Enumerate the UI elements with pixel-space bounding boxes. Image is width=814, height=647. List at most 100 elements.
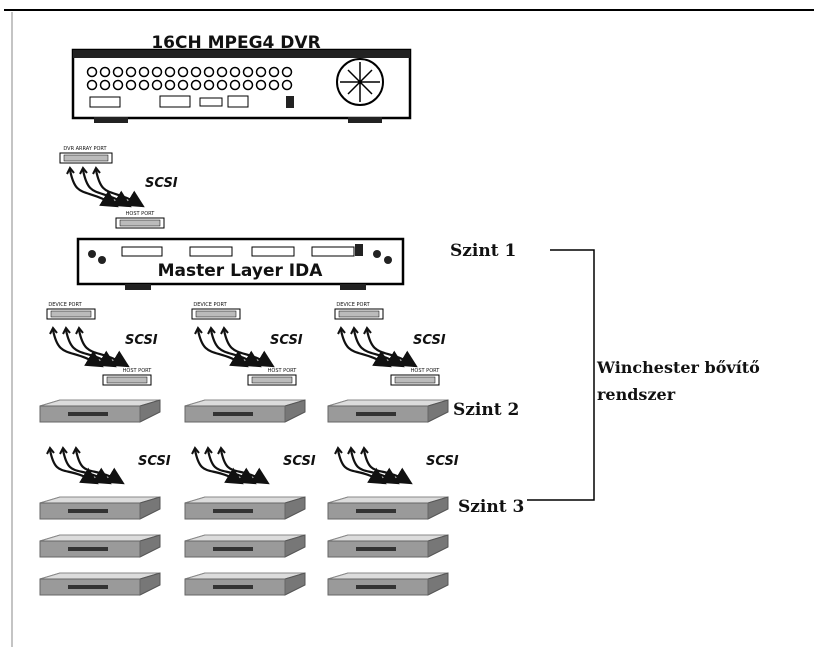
scsi-label: SCSI bbox=[413, 333, 446, 348]
hard-drive bbox=[184, 534, 306, 558]
device-port-label: DEVICE PORT bbox=[48, 302, 82, 308]
master-host-port: HOST PORT bbox=[115, 211, 165, 229]
hard-drive bbox=[184, 572, 306, 596]
dvr-scsi-connector bbox=[159, 95, 191, 108]
wire-end bbox=[66, 166, 75, 175]
hard-drive bbox=[39, 572, 161, 596]
drive-slot bbox=[213, 585, 253, 589]
drive-column: DEVICE PORT SCSI HOST PORT SCSI bbox=[184, 302, 316, 596]
drive-column: DEVICE PORT SCSI HOST PORT SCSI bbox=[39, 302, 171, 596]
bnc-jack bbox=[203, 79, 215, 91]
bnc-jack bbox=[86, 79, 98, 91]
bnc-jack bbox=[99, 79, 111, 91]
bnc-jack bbox=[177, 66, 189, 78]
scsi-wire bbox=[64, 329, 117, 368]
bnc-jack bbox=[86, 66, 98, 78]
scsi-wire bbox=[219, 449, 270, 485]
wire-end bbox=[347, 446, 356, 455]
bnc-jack bbox=[281, 66, 293, 78]
bnc-jack bbox=[203, 66, 215, 78]
scsi-label: SCSI bbox=[138, 454, 171, 469]
wire-end bbox=[72, 446, 81, 455]
master-host-port-label: HOST PORT bbox=[126, 211, 156, 217]
level-label-3: Szint 3 bbox=[458, 497, 524, 517]
dvr-unit bbox=[71, 48, 412, 123]
system-label-line1: Winchester bővítő bbox=[596, 358, 760, 377]
scsi-label: SCSI bbox=[426, 454, 459, 469]
scsi-wire bbox=[48, 449, 99, 485]
drive-slot bbox=[213, 547, 253, 551]
bnc-jack bbox=[242, 66, 254, 78]
bnc-jack bbox=[151, 66, 163, 78]
drive-slot bbox=[213, 509, 253, 513]
dvr-fan-blades bbox=[340, 62, 380, 102]
scsi-wire bbox=[193, 449, 244, 485]
host-port-label: HOST PORT bbox=[268, 368, 298, 374]
scsi-wire bbox=[206, 449, 257, 485]
system-label-line2: rendszer bbox=[597, 385, 676, 404]
wire-end bbox=[360, 446, 369, 455]
device-port-label: DEVICE PORT bbox=[193, 302, 227, 308]
bnc-jack bbox=[164, 66, 176, 78]
scsi-wire bbox=[209, 329, 262, 368]
drive-slot bbox=[356, 547, 396, 551]
drive-slot bbox=[68, 509, 108, 513]
dvr-title: 16CH MPEG4 DVR bbox=[151, 33, 320, 53]
scsi-wire bbox=[222, 329, 275, 368]
dvr-array-port-label: DVR ARRAY PORT bbox=[63, 146, 107, 152]
bnc-jack bbox=[255, 66, 267, 78]
bnc-jack bbox=[164, 79, 176, 91]
scsi-wire bbox=[81, 169, 132, 208]
hard-drive bbox=[184, 399, 306, 423]
scsi-label: SCSI bbox=[125, 333, 158, 348]
wire-end bbox=[194, 326, 203, 335]
scsi-wire bbox=[336, 449, 387, 485]
scsi-wire bbox=[196, 329, 249, 368]
wire-end bbox=[217, 446, 226, 455]
bnc-jack bbox=[151, 79, 163, 91]
bnc-jack bbox=[112, 79, 124, 91]
drive-slot bbox=[68, 547, 108, 551]
scsi-wire bbox=[339, 329, 392, 368]
hard-drive bbox=[327, 496, 449, 520]
bnc-jack bbox=[190, 79, 202, 91]
bnc-jack bbox=[281, 79, 293, 91]
bnc-jack bbox=[99, 66, 111, 78]
scsi-wire bbox=[68, 169, 119, 208]
scsi-label-dvr: SCSI bbox=[145, 176, 178, 191]
scsi-cable-dvr bbox=[66, 166, 145, 208]
wire-end bbox=[207, 326, 216, 335]
level-label-1: Szint 1 bbox=[450, 241, 516, 261]
scsi-wire bbox=[94, 169, 145, 208]
scsi-label: SCSI bbox=[283, 454, 316, 469]
drive-slot bbox=[68, 585, 108, 589]
bnc-jack bbox=[125, 66, 137, 78]
bnc-jack bbox=[112, 66, 124, 78]
system-bracket bbox=[527, 249, 595, 501]
bnc-jack bbox=[138, 66, 150, 78]
drive-slot bbox=[356, 412, 396, 416]
drive-columns: DEVICE PORT SCSI HOST PORT SCSI DEVICE PORT S… bbox=[39, 302, 459, 596]
bnc-jack bbox=[229, 79, 241, 91]
host-port-label: HOST PORT bbox=[123, 368, 153, 374]
bnc-jack bbox=[229, 66, 241, 78]
scsi-wire bbox=[365, 329, 418, 368]
dvr-connector bbox=[89, 96, 121, 108]
drive-slot bbox=[213, 412, 253, 416]
scsi-wire bbox=[51, 329, 104, 368]
scsi-label: SCSI bbox=[270, 333, 303, 348]
wire-end bbox=[59, 446, 68, 455]
wire-end bbox=[337, 326, 346, 335]
wire-end bbox=[350, 326, 359, 335]
hard-drive bbox=[327, 572, 449, 596]
bnc-jack bbox=[216, 66, 228, 78]
host-port-label: HOST PORT bbox=[411, 368, 441, 374]
dvr-serial-connector bbox=[227, 95, 249, 108]
dvr-array-port: DVR ARRAY PORT bbox=[59, 146, 113, 164]
dvr-power-switch bbox=[286, 96, 294, 108]
wire-end bbox=[49, 326, 58, 335]
wire-end bbox=[92, 166, 101, 175]
wire-end bbox=[75, 326, 84, 335]
